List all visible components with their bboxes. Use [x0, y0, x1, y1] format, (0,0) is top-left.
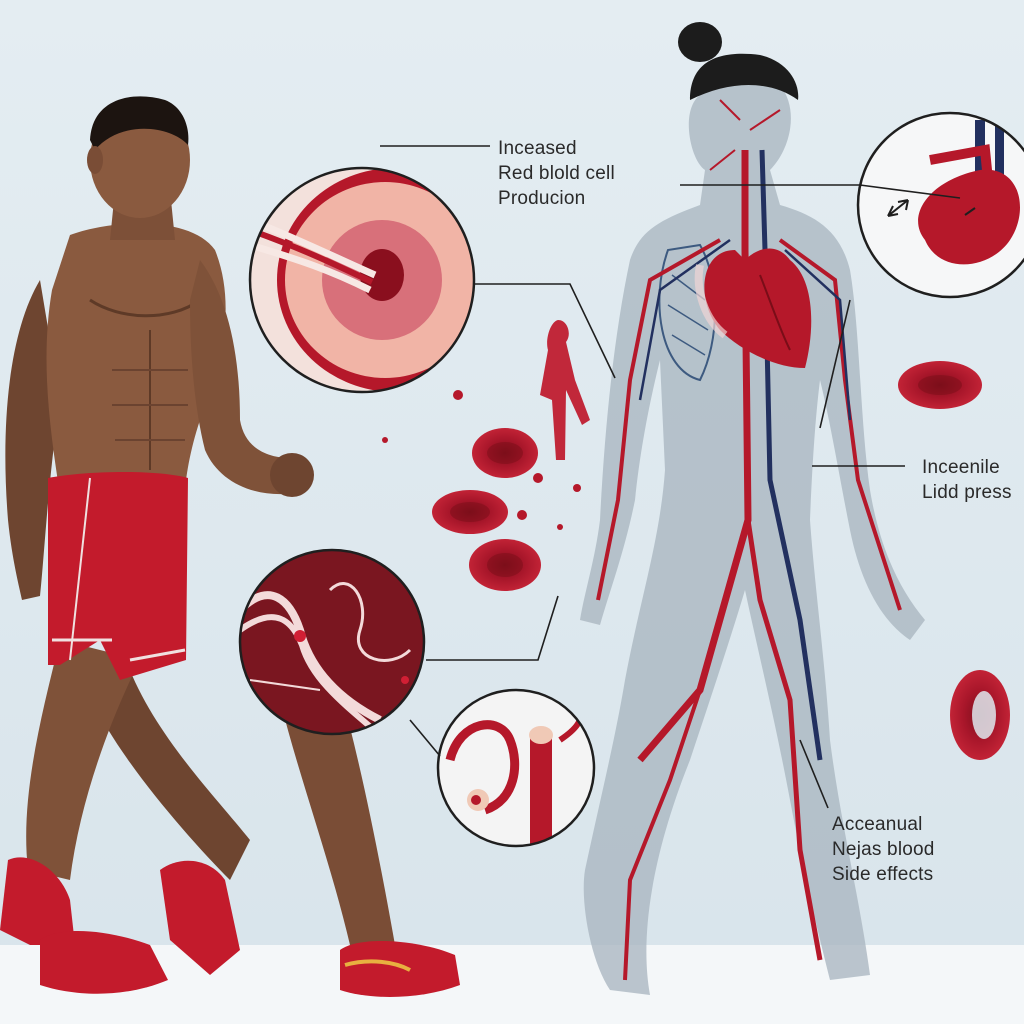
label-line: Side effects	[832, 864, 934, 885]
label-line: Inceased	[498, 138, 577, 159]
label-line: Producion	[498, 188, 586, 209]
label-line: Lidd press	[922, 482, 1012, 503]
label-line: Red blold cell	[498, 163, 615, 184]
runner-silhouette-icon	[540, 320, 590, 460]
heart-inset	[856, 111, 1024, 299]
anatomical-body	[580, 22, 925, 995]
label-line: Inceenile	[922, 457, 1000, 478]
vessel-tangle-inset	[238, 548, 426, 736]
clot-inset	[436, 688, 596, 848]
leader-line-side-effects	[799, 739, 829, 809]
leader-line-vessel	[426, 595, 559, 661]
label-line: Acceanual	[832, 814, 923, 835]
leader-lines	[380, 145, 961, 809]
leader-line-marrow	[474, 283, 616, 379]
red-blood-cells	[382, 361, 1010, 760]
label-side-effects: Acceanual Nejas blood Side effects	[832, 812, 935, 887]
bone-marrow-inset	[248, 166, 476, 394]
leader-line-clot	[409, 719, 441, 757]
label-rbc-production: Inceased Red blold cell Producion	[498, 136, 615, 211]
leader-line-heart	[680, 184, 961, 199]
runner-figure	[0, 96, 460, 997]
label-blood-pressure: Inceenile Lidd press	[922, 455, 1012, 505]
leader-line-heart-body	[819, 299, 851, 429]
label-line: Nejas blood	[832, 839, 935, 860]
